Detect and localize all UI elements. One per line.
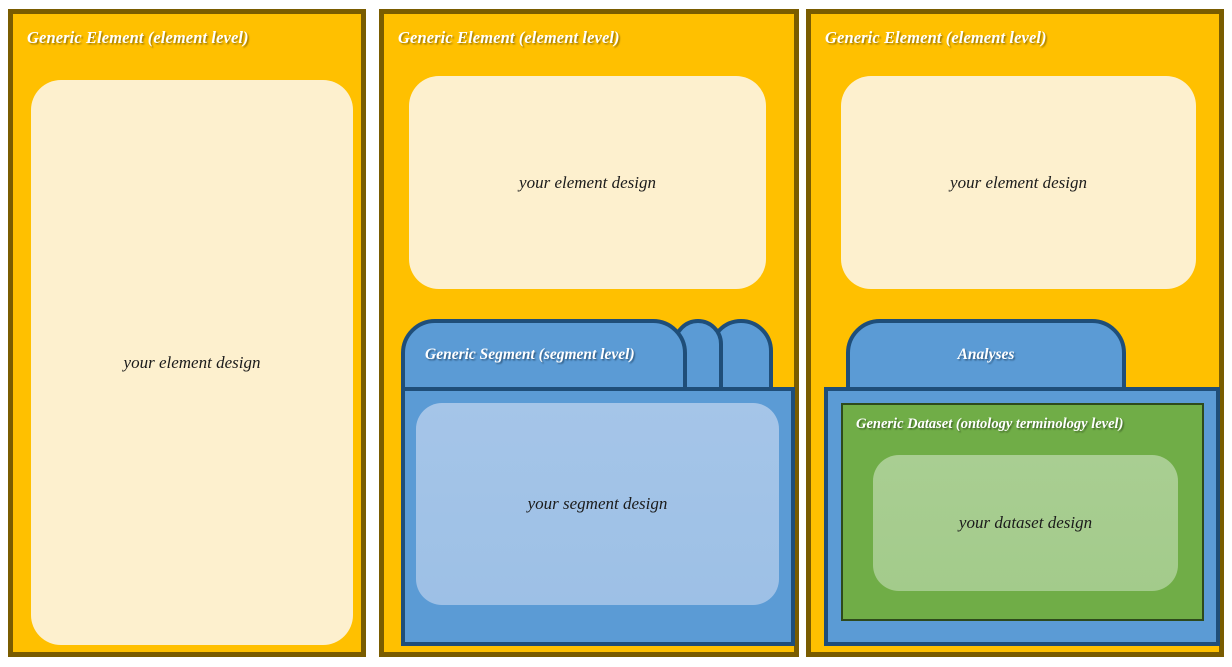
panel-3-analyses-group: Analyses Generic Dataset (ontology termi… (824, 319, 1220, 646)
panel-3-dataset-design-label: your dataset design (958, 513, 1093, 532)
panel-2-segment-design-box: your segment design (416, 403, 779, 605)
panel-3-title: Generic Element (element level) (825, 28, 1047, 47)
panel-2-element-design-label: your element design (519, 172, 656, 192)
panel-3-analyses-tab[interactable]: Analyses (846, 319, 1126, 391)
panel-2-element-design-box: your element design (409, 76, 766, 289)
panel-generic-element-3: Generic Element (element level) your ele… (806, 9, 1224, 657)
panel-2-title: Generic Element (element level) (398, 28, 620, 47)
panel-1-title: Generic Element (element level) (27, 28, 249, 47)
panel-3-element-design-box: your element design (841, 76, 1196, 289)
panel-3-element-design-label: your element design (950, 172, 1087, 192)
panel-2-segment-design-label: your segment design (527, 494, 668, 513)
panel-2-segment-tab-label: Generic Segment (segment level) (425, 346, 635, 363)
panel-2-segment-tab-front[interactable]: Generic Segment (segment level) (401, 319, 687, 391)
panel-1-element-design-box: your element design (31, 80, 353, 645)
panel-3-dataset-design-box: your dataset design (873, 455, 1178, 591)
panel-1-element-design-label: your element design (123, 352, 261, 372)
panel-generic-element-1: Generic Element (element level) your ele… (8, 9, 366, 657)
panel-3-dataset-title: Generic Dataset (ontology terminology le… (856, 416, 1124, 432)
panel-generic-element-2: Generic Element (element level) your ele… (379, 9, 799, 657)
panel-3-analyses-tab-label: Analyses (957, 346, 1015, 363)
panel-2-segment-group: Generic Segment (segment level) your seg… (401, 319, 795, 646)
panel-3-dataset-box: Generic Dataset (ontology terminology le… (841, 403, 1204, 621)
panel-2-segment-body: your segment design (401, 387, 795, 646)
panel-3-analyses-body: Generic Dataset (ontology terminology le… (824, 387, 1220, 646)
